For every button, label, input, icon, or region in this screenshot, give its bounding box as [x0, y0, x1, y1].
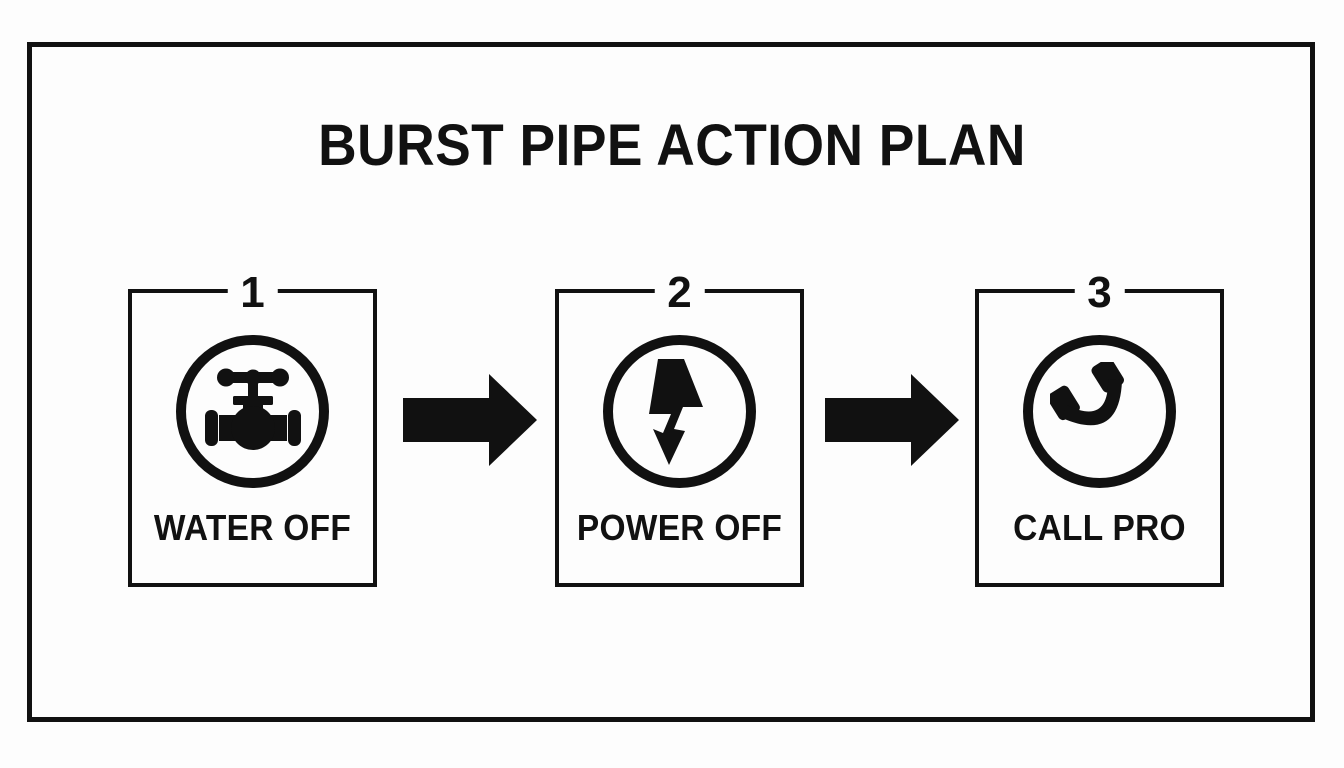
step-card-3: 3 CALL PRO: [975, 267, 1224, 587]
step-label-2: POWER OFF: [576, 507, 783, 548]
step-icon-container-3: [979, 335, 1220, 488]
icon-circle-3: [1023, 335, 1176, 488]
telephone-handset-icon: [1049, 361, 1150, 462]
step-icon-container-1: [132, 335, 373, 488]
icon-circle-1: [176, 335, 329, 488]
step-number-badge-1: 1: [227, 267, 278, 319]
connector-arrow-2: [825, 374, 959, 466]
right-arrow-icon: [825, 374, 959, 466]
lightning-bolt-icon: [645, 358, 715, 465]
right-arrow-icon: [403, 374, 537, 466]
step-number-badge-3: 3: [1074, 267, 1125, 319]
step-label-3: CALL PRO: [1013, 507, 1186, 548]
step-card-1: 1: [128, 267, 377, 587]
page-title: BURST PIPE ACTION PLAN: [318, 113, 1026, 178]
step-label-1: WATER OFF: [153, 507, 352, 548]
step-number-badge-2: 2: [654, 267, 705, 319]
connector-arrow-1: [403, 374, 537, 466]
step-card-2: 2 POWER OFF: [555, 267, 804, 587]
icon-circle-2: [603, 335, 756, 488]
water-valve-icon: [201, 366, 305, 458]
step-icon-container-2: [559, 335, 800, 488]
